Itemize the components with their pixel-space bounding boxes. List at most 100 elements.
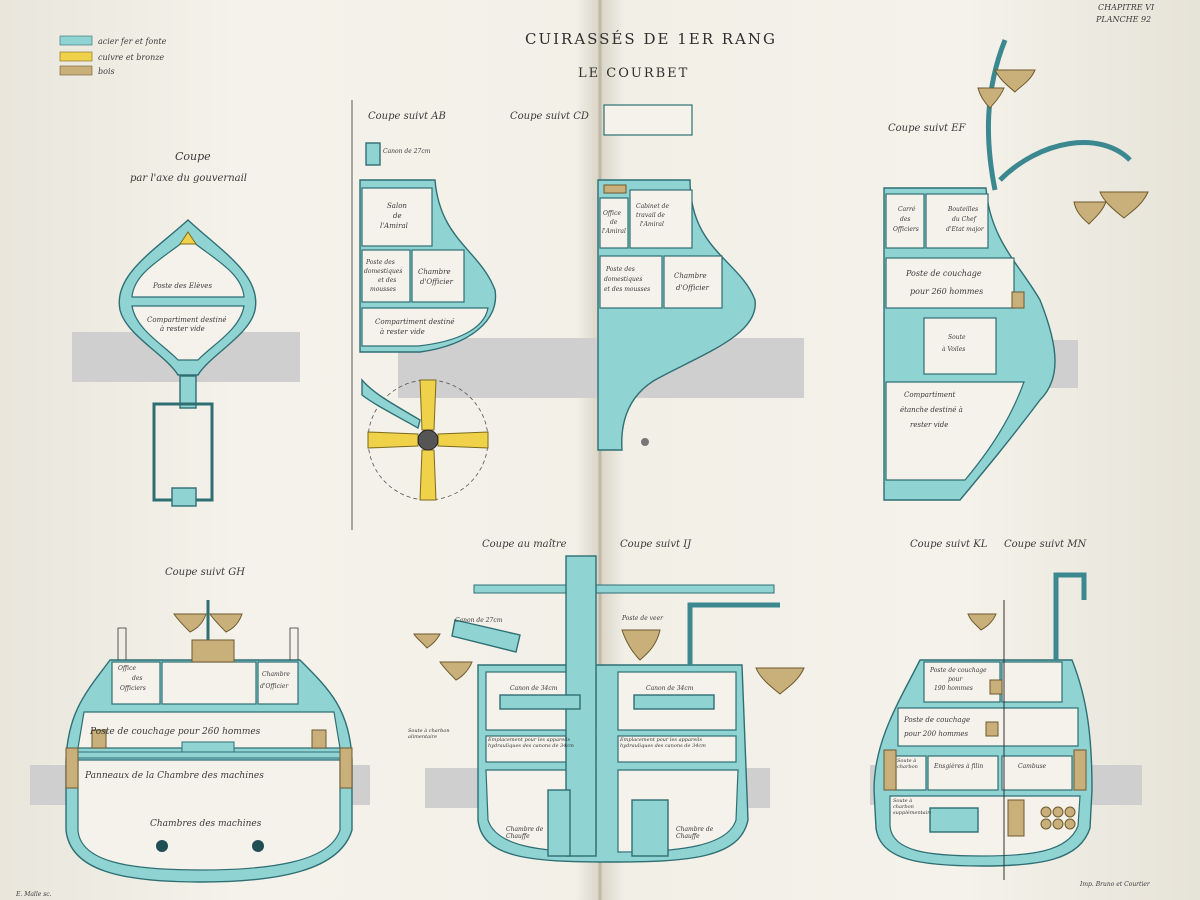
rudder-heel	[171, 487, 197, 507]
officers-wardroom	[885, 193, 925, 249]
engine-rooms	[77, 759, 341, 871]
label-pantry-gh-1: Office	[118, 665, 136, 672]
legend-label-bronze: cuivre et bronze	[98, 53, 164, 62]
label-berth190-1: Poste de couchage	[929, 667, 987, 674]
barrels	[1040, 806, 1076, 830]
coal-bunker-kl	[895, 755, 927, 791]
servants-quarters	[361, 249, 411, 303]
label-coal-bunker: Soute à charbon alimentaire	[408, 728, 450, 740]
label-hydraulic-starboard: Emplacement pour les appareils hydrauliq…	[620, 737, 706, 749]
label-berth190-3: 190 hommes	[934, 685, 973, 692]
label-rope-store: Ensgières à filin	[933, 763, 983, 770]
capstan-bell	[621, 629, 661, 661]
label-coal-kl-wrap: Soute à charbon	[897, 758, 918, 770]
cadet-quarters	[131, 237, 245, 298]
boat-gh-1	[173, 613, 207, 633]
boat-ef-1	[994, 69, 1036, 93]
boat-midship-right	[755, 667, 805, 695]
crew-berth-190	[923, 661, 1001, 703]
section-kl: Coupe suivt KL Coupe suivt MN Poste de c…	[873, 539, 1093, 880]
label-berth-ef-2: pour 260 hommes	[910, 287, 983, 296]
label-hydraulic-port-wrap: Emplacement pour les appareils hydrauliq…	[488, 737, 574, 749]
label-wardroom-2: des	[900, 216, 910, 223]
section-ef-title: Coupe suivt EF	[888, 123, 967, 134]
shaft-left-gh	[156, 840, 168, 852]
label-study-1: Cabinet de	[636, 203, 670, 210]
label-pantry-3: d'Etat major	[946, 226, 985, 233]
hydraulic-room-starboard	[617, 735, 737, 763]
void-compartment	[131, 305, 245, 361]
label-hydraulic-starboard-wrap: Emplacement pour les appareils hydrauliq…	[620, 737, 706, 749]
boat-midship-left-2	[439, 661, 473, 681]
wood-bin-right-gh	[311, 729, 327, 749]
legend: acier fer et fonte cuivre et bronze bois	[59, 35, 167, 76]
armor-backing-left-kl	[883, 749, 897, 791]
label-berth190-2: pour	[948, 676, 963, 683]
wood-bin-left-gh	[91, 729, 107, 749]
label-officer-cd-1: Chambre	[674, 272, 707, 280]
label-void-ef-1: Compartiment	[904, 391, 956, 399]
section-cd: Coupe suivt CD Office de l'Amiral Cabine…	[510, 104, 756, 451]
boat-ef-2	[977, 87, 1005, 109]
void-compartment-ef	[885, 381, 1025, 481]
skylight-gh	[181, 741, 235, 753]
label-void-ab-2: à rester vide	[380, 328, 425, 336]
legend-label-steel: acier fer et fonte	[98, 37, 167, 46]
label-wardroom-3: Officiers	[893, 226, 919, 233]
boiler-port	[547, 789, 571, 857]
boat-gh-2	[209, 613, 243, 633]
printer-credit: Imp. Bruno et Courtier	[1079, 881, 1151, 888]
officer-cabin-gh	[257, 661, 299, 705]
label-sail-2: à Voiles	[942, 346, 965, 353]
label-wardroom-1: Carré	[898, 206, 916, 213]
label-stokehold-port: Chambre de Chauffe	[506, 826, 544, 840]
section-ab-title: Coupe suivt AB	[368, 111, 446, 122]
label-servants-cd-3: et des mousses	[604, 286, 650, 293]
admiral-salon	[361, 187, 433, 247]
boiler-starboard	[631, 799, 669, 857]
label-pantry-gh-3: Officiers	[120, 685, 146, 692]
label-sail-1: Soute	[948, 334, 966, 341]
label-salon-2: de	[393, 212, 402, 220]
boat-davit-ef-2	[998, 140, 1132, 182]
sail-locker	[923, 317, 997, 375]
armor-backing-right-kl	[1073, 749, 1087, 791]
label-servants-3: et des	[378, 277, 396, 284]
boat-kl	[967, 613, 997, 631]
label-stokehold-starboard-wrap: Chambre de Chauffe	[676, 826, 713, 840]
label-servants-4: mousses	[370, 286, 396, 293]
label-coal-kl: Soute à charbon	[897, 758, 918, 770]
label-void-2: à rester vide	[160, 325, 205, 333]
section-ef: Coupe suivt EF Carré des Officiers Boute…	[883, 39, 1149, 501]
central-space-gh	[161, 661, 257, 705]
label-officer-gh-2: d'Officier	[260, 683, 289, 690]
boat-ef-3	[1099, 191, 1149, 219]
label-gun34-starboard: Canon de 34cm	[646, 685, 694, 692]
boat-midship-left-1	[413, 633, 441, 649]
label-officer-ab-2: d'Officier	[420, 278, 454, 286]
legend-label-wood: bois	[98, 67, 115, 76]
label-engine-hatch: Panneaux de la Chambre des machines	[84, 771, 264, 781]
wood-panel-cd	[603, 184, 627, 194]
section-ij-title: Coupe suivt IJ	[620, 539, 692, 550]
admiral-office	[599, 197, 629, 249]
plate-subtitle: LE COURBET	[578, 66, 689, 81]
label-officer-cd-2: d'Officier	[676, 284, 710, 292]
boat-crane-kl	[1053, 572, 1087, 660]
label-officer-ab-1: Chambre	[418, 268, 451, 276]
label-berth-gh: Poste de couchage pour 260 hommes	[89, 727, 261, 737]
label-engine-rooms: Chambres des machines	[150, 819, 262, 829]
label-study-2: travail de	[636, 212, 665, 219]
label-void-ef-2: étanche destiné à	[900, 406, 963, 414]
armor-deck-gh	[69, 751, 351, 759]
upper-deckhouse-cd	[603, 104, 693, 136]
boat-davit-ef	[985, 39, 1008, 191]
section-midship: Coupe au maître Coupe suivt IJ Canon de …	[408, 539, 805, 863]
label-hydraulic-port: Emplacement pour les appareils hydrauliq…	[488, 737, 574, 749]
armor-backing-left-gh	[65, 747, 79, 789]
section-mn-title: Coupe suivt MN	[1004, 539, 1087, 550]
boat-crane	[687, 602, 780, 665]
officer-cabin-ab	[411, 249, 465, 303]
plate-number: PLANCHE 92	[1095, 15, 1151, 24]
